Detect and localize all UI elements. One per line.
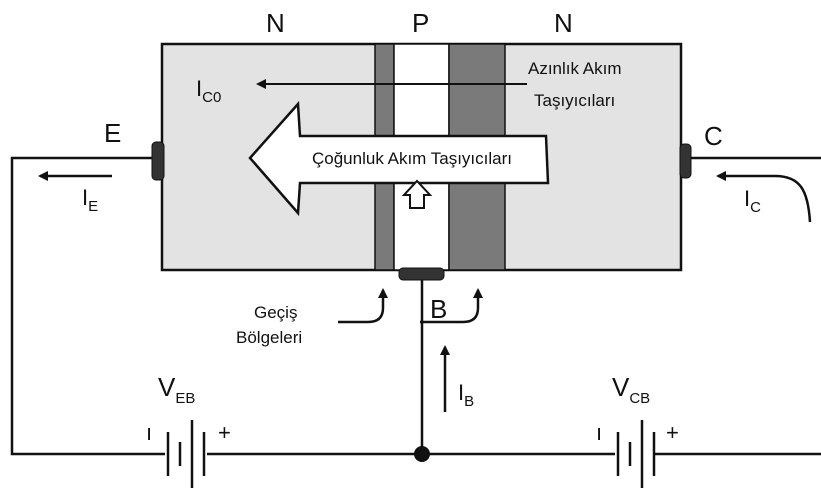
ie-label: IE [82,185,98,215]
ib-label: IB [458,380,474,410]
transition-label-line2: Bölgeleri [236,328,302,347]
region-label-n-left: N [266,8,285,38]
veb-minus: ı [146,420,152,445]
ic-arrow-tail [774,174,812,223]
veb-plus: + [218,420,231,445]
ic0-label: IC0 [196,76,221,106]
emitter-contact [151,141,165,181]
collector-contact [679,143,692,179]
vcb-battery [616,420,656,488]
veb-battery [166,420,206,488]
vcb-label: VCB [612,372,650,407]
veb-label: VEB [158,372,195,407]
transition-label-line1: Geçiş [254,303,297,322]
vcb-minus: ı [596,420,602,445]
collector-label: C [704,121,723,151]
minority-carrier-label-line1: Azınlık Akım [528,59,622,78]
base-contact [398,267,445,281]
small-up-arrow-icon [401,179,433,209]
transition-arrow-left [338,288,388,324]
vcb-plus: + [666,420,679,445]
junction-dot [414,446,430,462]
majority-carrier-label: Çoğunluk Akım Taşıyıcıları [312,149,512,168]
majority-carrier-block-arrow [248,100,550,217]
region-label-n-right: N [554,8,573,38]
emitter-label: E [104,118,121,148]
emitter-wire [10,156,165,456]
region-label-p: P [412,8,429,38]
minority-carrier-label-line2: Taşıyıcıları [534,91,615,110]
ic-label: IC [744,186,761,216]
transition-arrow-right [420,288,483,324]
base-label: B [430,294,447,324]
